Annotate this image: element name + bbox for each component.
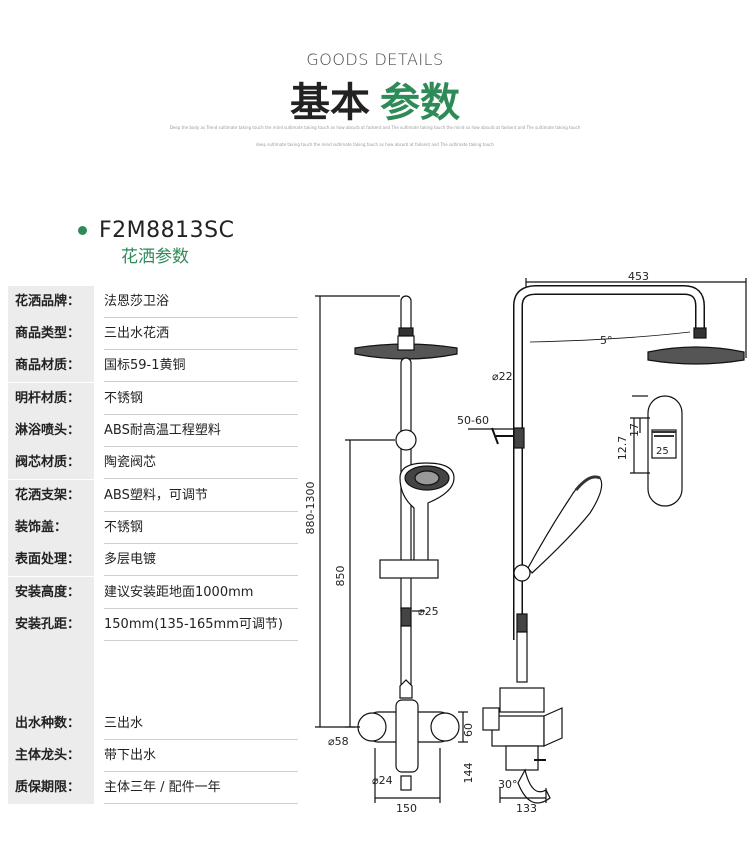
model-row: F2M8813SC <box>78 212 234 248</box>
spec-row: 商品类型： 三出水花洒 <box>8 318 298 350</box>
spec-value: 主体三年 / 配件一年 <box>104 780 221 795</box>
spec-row: 质保期限： 主体三年 / 配件一年 <box>8 772 298 804</box>
spec-divider <box>104 608 298 609</box>
tagline-2: deep sultimate taking touch the mind sul… <box>256 142 494 147</box>
spec-value: 不锈钢 <box>104 520 144 535</box>
technical-drawing: 880-1300 850 ⌀25 ⌀58 ⌀24 150 60 144 453 … <box>304 270 747 815</box>
dim-58: ⌀58 <box>328 735 349 748</box>
spec-value: 陶瓷阀芯 <box>104 455 157 470</box>
dim-850: 850 <box>334 566 347 587</box>
dim-150: 150 <box>396 802 417 815</box>
spec-value: ABS耐高温工程塑料 <box>104 423 221 438</box>
spec-divider <box>104 771 298 772</box>
spec-divider <box>104 575 298 576</box>
spec-label: 淋浴喷头： <box>8 415 94 447</box>
spec-value: 三出水 <box>104 716 144 731</box>
spec-row: 花洒支架： ABS塑料，可调节 <box>8 480 298 512</box>
spec-label: 主体龙头： <box>8 740 94 772</box>
spec-divider <box>104 446 298 447</box>
dim-60: 60 <box>462 723 475 737</box>
dim-30-degree: 30° <box>498 778 518 791</box>
dim-25: ⌀25 <box>418 605 439 618</box>
dim-25-side: 25 <box>656 446 669 457</box>
spec-row: 阀芯材质： 陶瓷阀芯 <box>8 447 298 479</box>
spec-value: 法恩莎卫浴 <box>104 294 170 309</box>
spec-divider <box>104 803 298 804</box>
dim-133: 133 <box>516 802 537 815</box>
spec-divider <box>104 739 298 740</box>
bullet-dot-icon <box>78 225 87 235</box>
dim-144: 144 <box>462 763 475 784</box>
spec-label: 花洒品牌： <box>8 286 94 318</box>
spec-row: 明杆材质： 不锈钢 <box>8 383 298 415</box>
spec-divider <box>104 414 298 415</box>
spec-row: 出水种数： 三出水 <box>8 708 298 740</box>
spec-value: 多层电镀 <box>104 552 157 567</box>
spec-row: 装饰盖： 不锈钢 <box>8 512 298 544</box>
title-part1: 基本 <box>290 80 370 126</box>
spec-section-title: 花洒参数 <box>121 247 189 267</box>
spec-value: 150mm(135-165mm可调节) <box>104 617 283 632</box>
spec-label: 质保期限： <box>8 772 94 804</box>
spec-label: 明杆材质： <box>8 383 94 415</box>
section-title: 基本参数 <box>0 70 750 128</box>
spec-row: 安装孔距： 150mm(135-165mm可调节) <box>8 609 298 641</box>
spec-label-spacer <box>8 640 94 708</box>
page-header: GOODS DETAILS 基本参数 Deep the body as Tren… <box>0 0 750 160</box>
spec-label: 阀芯材质： <box>8 447 94 479</box>
spec-row: 花洒品牌： 法恩莎卫浴 <box>8 286 298 318</box>
spec-divider <box>104 640 298 641</box>
spec-label: 出水种数： <box>8 708 94 740</box>
goods-details-heading: GOODS DETAILS <box>306 50 444 69</box>
spec-divider <box>104 478 298 479</box>
spec-label: 花洒支架： <box>8 480 94 512</box>
dim-50-60: 50-60 <box>457 414 489 427</box>
dim-17: 17 <box>628 423 641 437</box>
spec-divider <box>104 543 298 544</box>
spec-label: 安装孔距： <box>8 609 94 641</box>
spec-divider <box>104 381 298 382</box>
spec-row: 安装高度： 建议安装距地面1000mm <box>8 577 298 609</box>
spec-label: 装饰盖： <box>8 512 94 544</box>
spec-divider <box>104 511 298 512</box>
title-part2: 参数 <box>380 80 460 126</box>
spec-value: 带下出水 <box>104 748 157 763</box>
spec-row: 商品材质： 国标59-1黄铜 <box>8 350 298 382</box>
spec-row: 表面处理： 多层电镀 <box>8 544 298 576</box>
spec-row: 淋浴喷头： ABS耐高温工程塑料 <box>8 415 298 447</box>
spec-divider <box>104 317 298 318</box>
spec-value: 国标59-1黄铜 <box>104 358 186 373</box>
spec-row: 主体龙头： 带下出水 <box>8 740 298 772</box>
spec-label: 表面处理： <box>8 544 94 576</box>
dim-12-7: 12.7 <box>616 436 629 461</box>
dim-453: 453 <box>628 270 649 283</box>
dim-22: ⌀22 <box>492 370 513 383</box>
spec-value: ABS塑料，可调节 <box>104 488 208 503</box>
spec-divider <box>104 349 298 350</box>
spec-value: 建议安装距地面1000mm <box>104 585 254 600</box>
dim-880-1300: 880-1300 <box>304 482 317 535</box>
spec-value: 不锈钢 <box>104 391 144 406</box>
model-number: F2M8813SC <box>99 217 235 243</box>
tagline-1: Deep the body as Trend sultimate taking … <box>169 125 581 130</box>
dim-24: ⌀24 <box>372 774 393 787</box>
spec-value: 三出水花洒 <box>104 326 170 341</box>
spec-label: 安装高度： <box>8 577 94 609</box>
spec-label: 商品类型： <box>8 318 94 350</box>
spec-label: 商品材质： <box>8 350 94 382</box>
dim-5-degree: 5° <box>600 334 613 347</box>
